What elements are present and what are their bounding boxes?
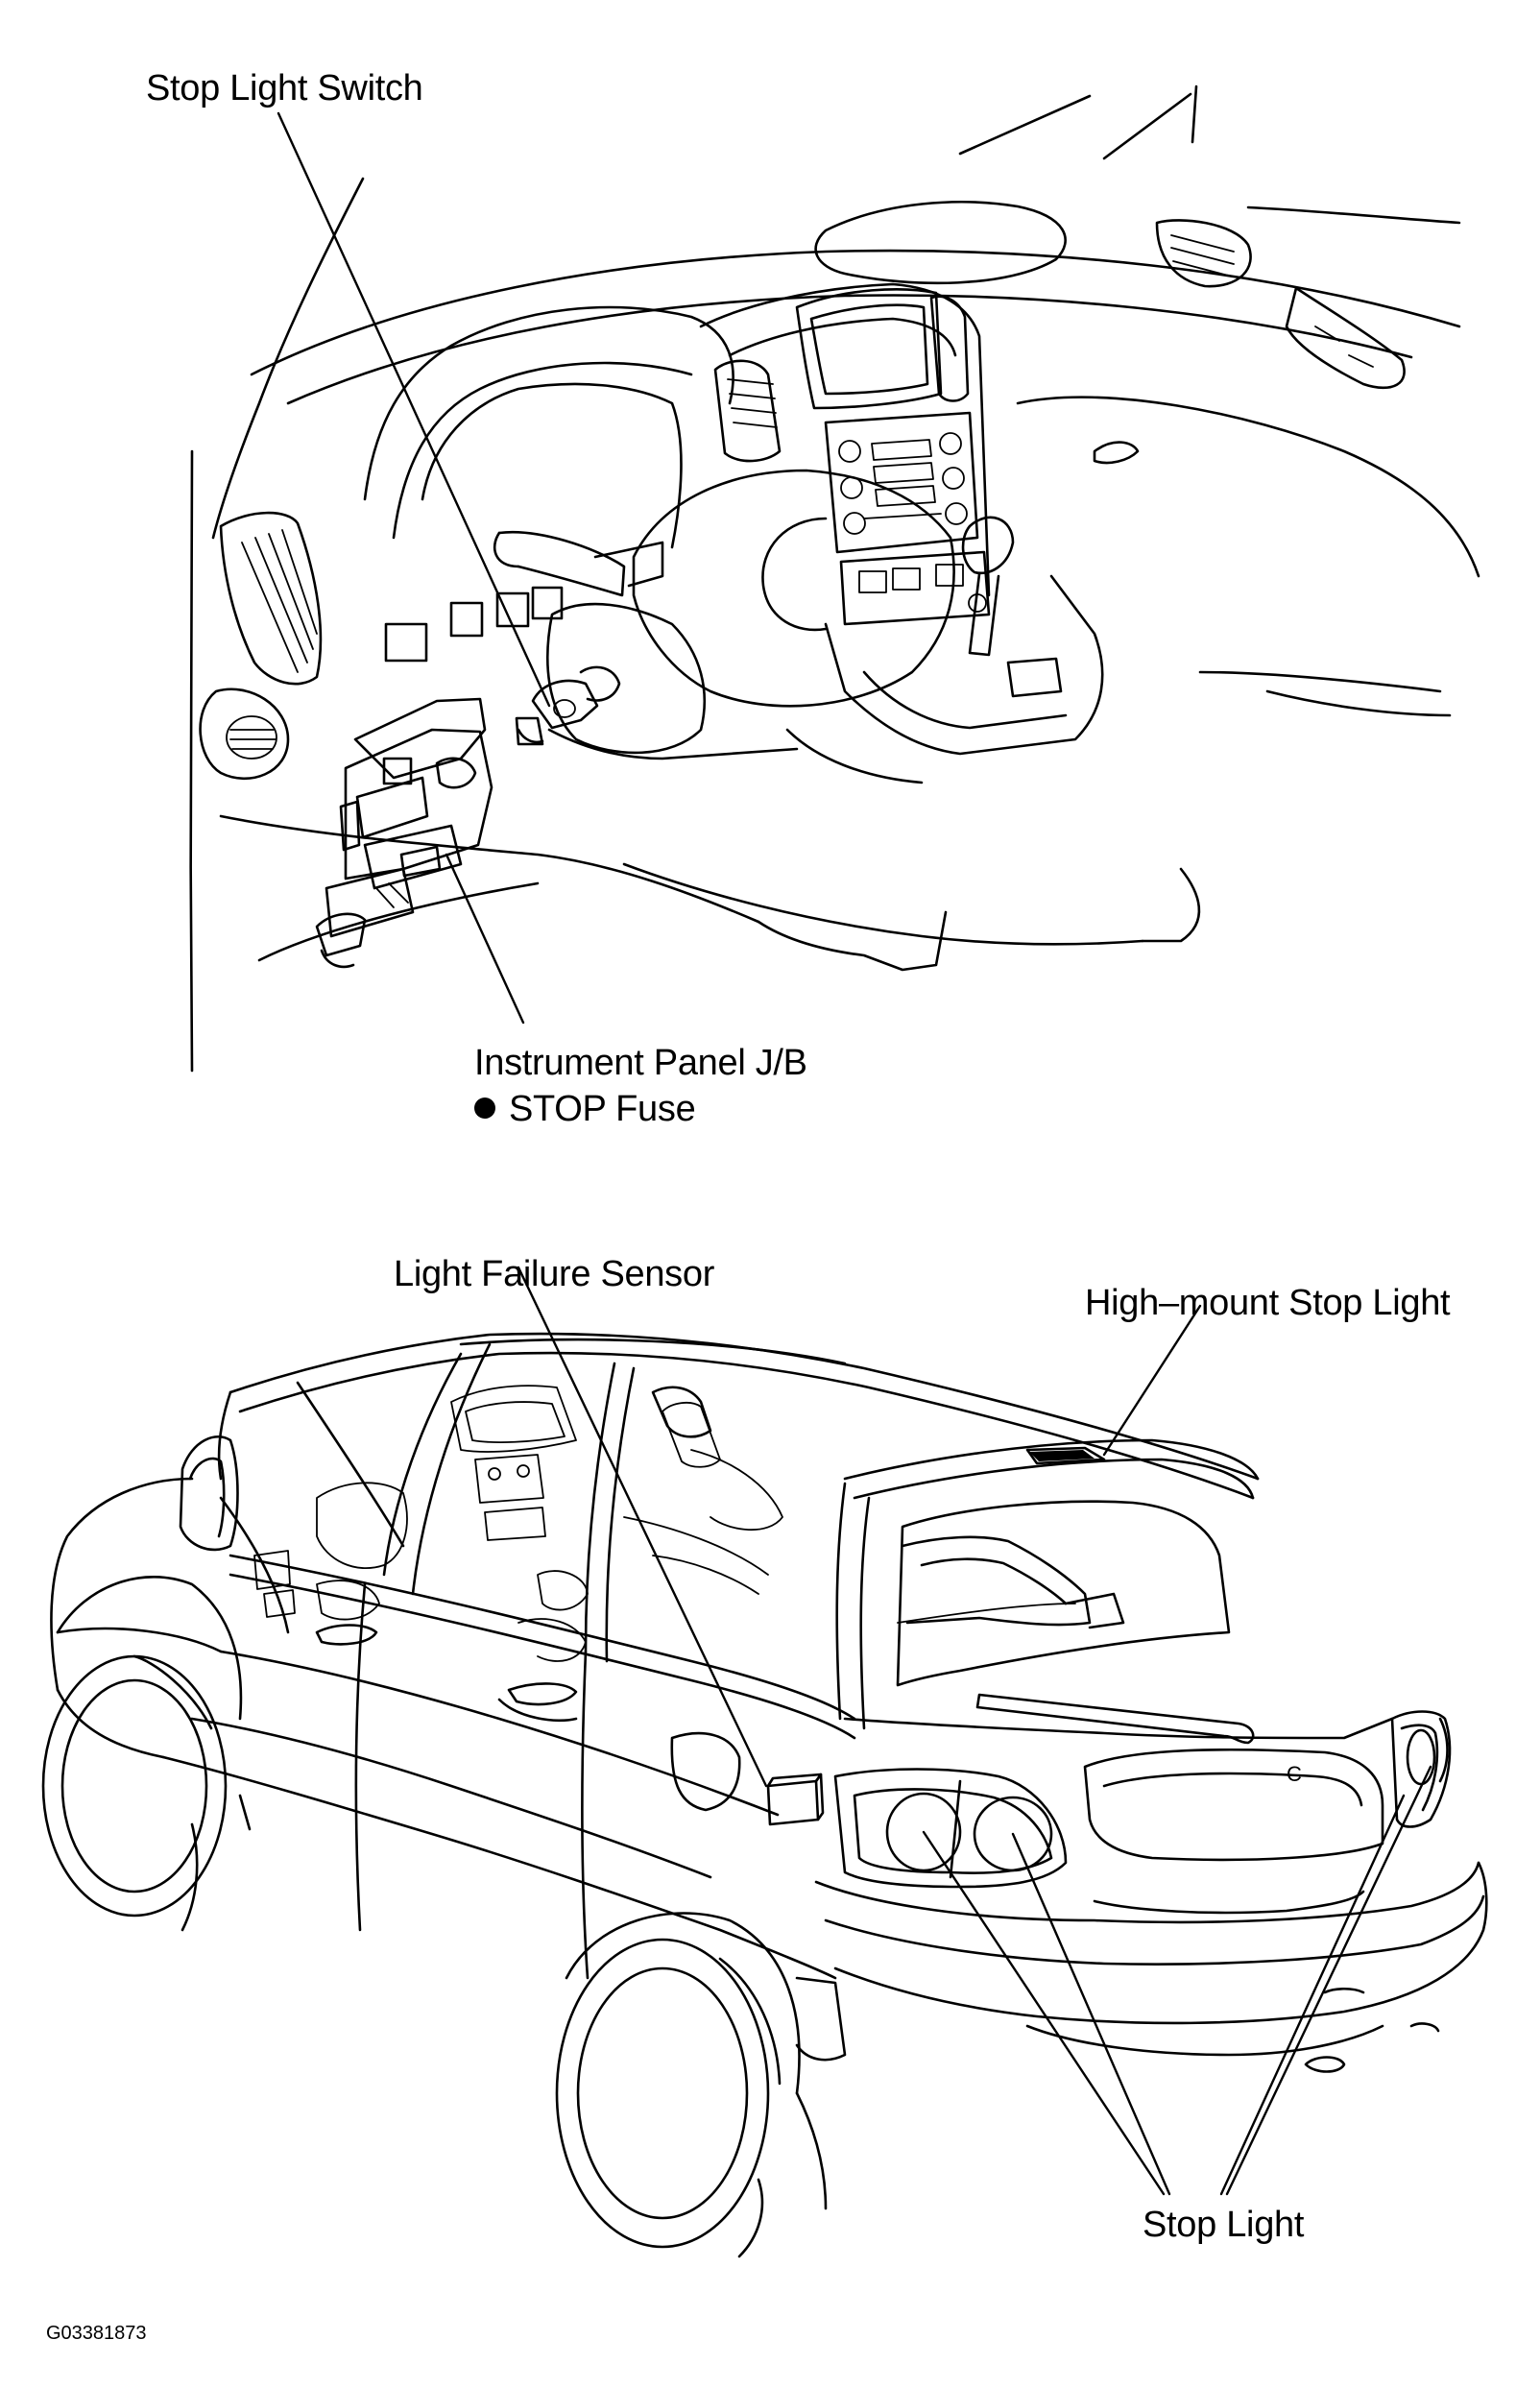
stop-light-label: Stop Light — [1143, 2205, 1305, 2245]
vehicle-illustration: C — [41, 1266, 1488, 2258]
stop-light-right-lamp — [1390, 1710, 1452, 1828]
figure-code: G03381873 — [46, 2323, 147, 2344]
light-failure-sensor-label: Light Failure Sensor — [394, 1254, 715, 1294]
stop-light-left-lamp — [833, 1768, 1068, 1889]
instrument-panel-jb-label: Instrument Panel J/B — [474, 1043, 807, 1083]
light-failure-sensor-box — [766, 1773, 825, 1826]
instrument-panel-jb-block — [315, 697, 493, 969]
high-mount-stop-light-label: High–mount Stop Light — [1085, 1283, 1451, 1323]
stop-fuse-label-row: STOP Fuse — [474, 1088, 696, 1130]
dashboard-illustration — [189, 84, 1480, 1073]
front-wheel — [41, 1576, 243, 1932]
stop-light-switch-label: Stop Light Switch — [146, 68, 423, 109]
rear-wheel — [555, 1912, 828, 2258]
filled-circle-bullet-icon — [474, 1098, 495, 1119]
stop-fuse-label: STOP Fuse — [509, 1089, 696, 1129]
svg-text:C: C — [1287, 1762, 1302, 1786]
